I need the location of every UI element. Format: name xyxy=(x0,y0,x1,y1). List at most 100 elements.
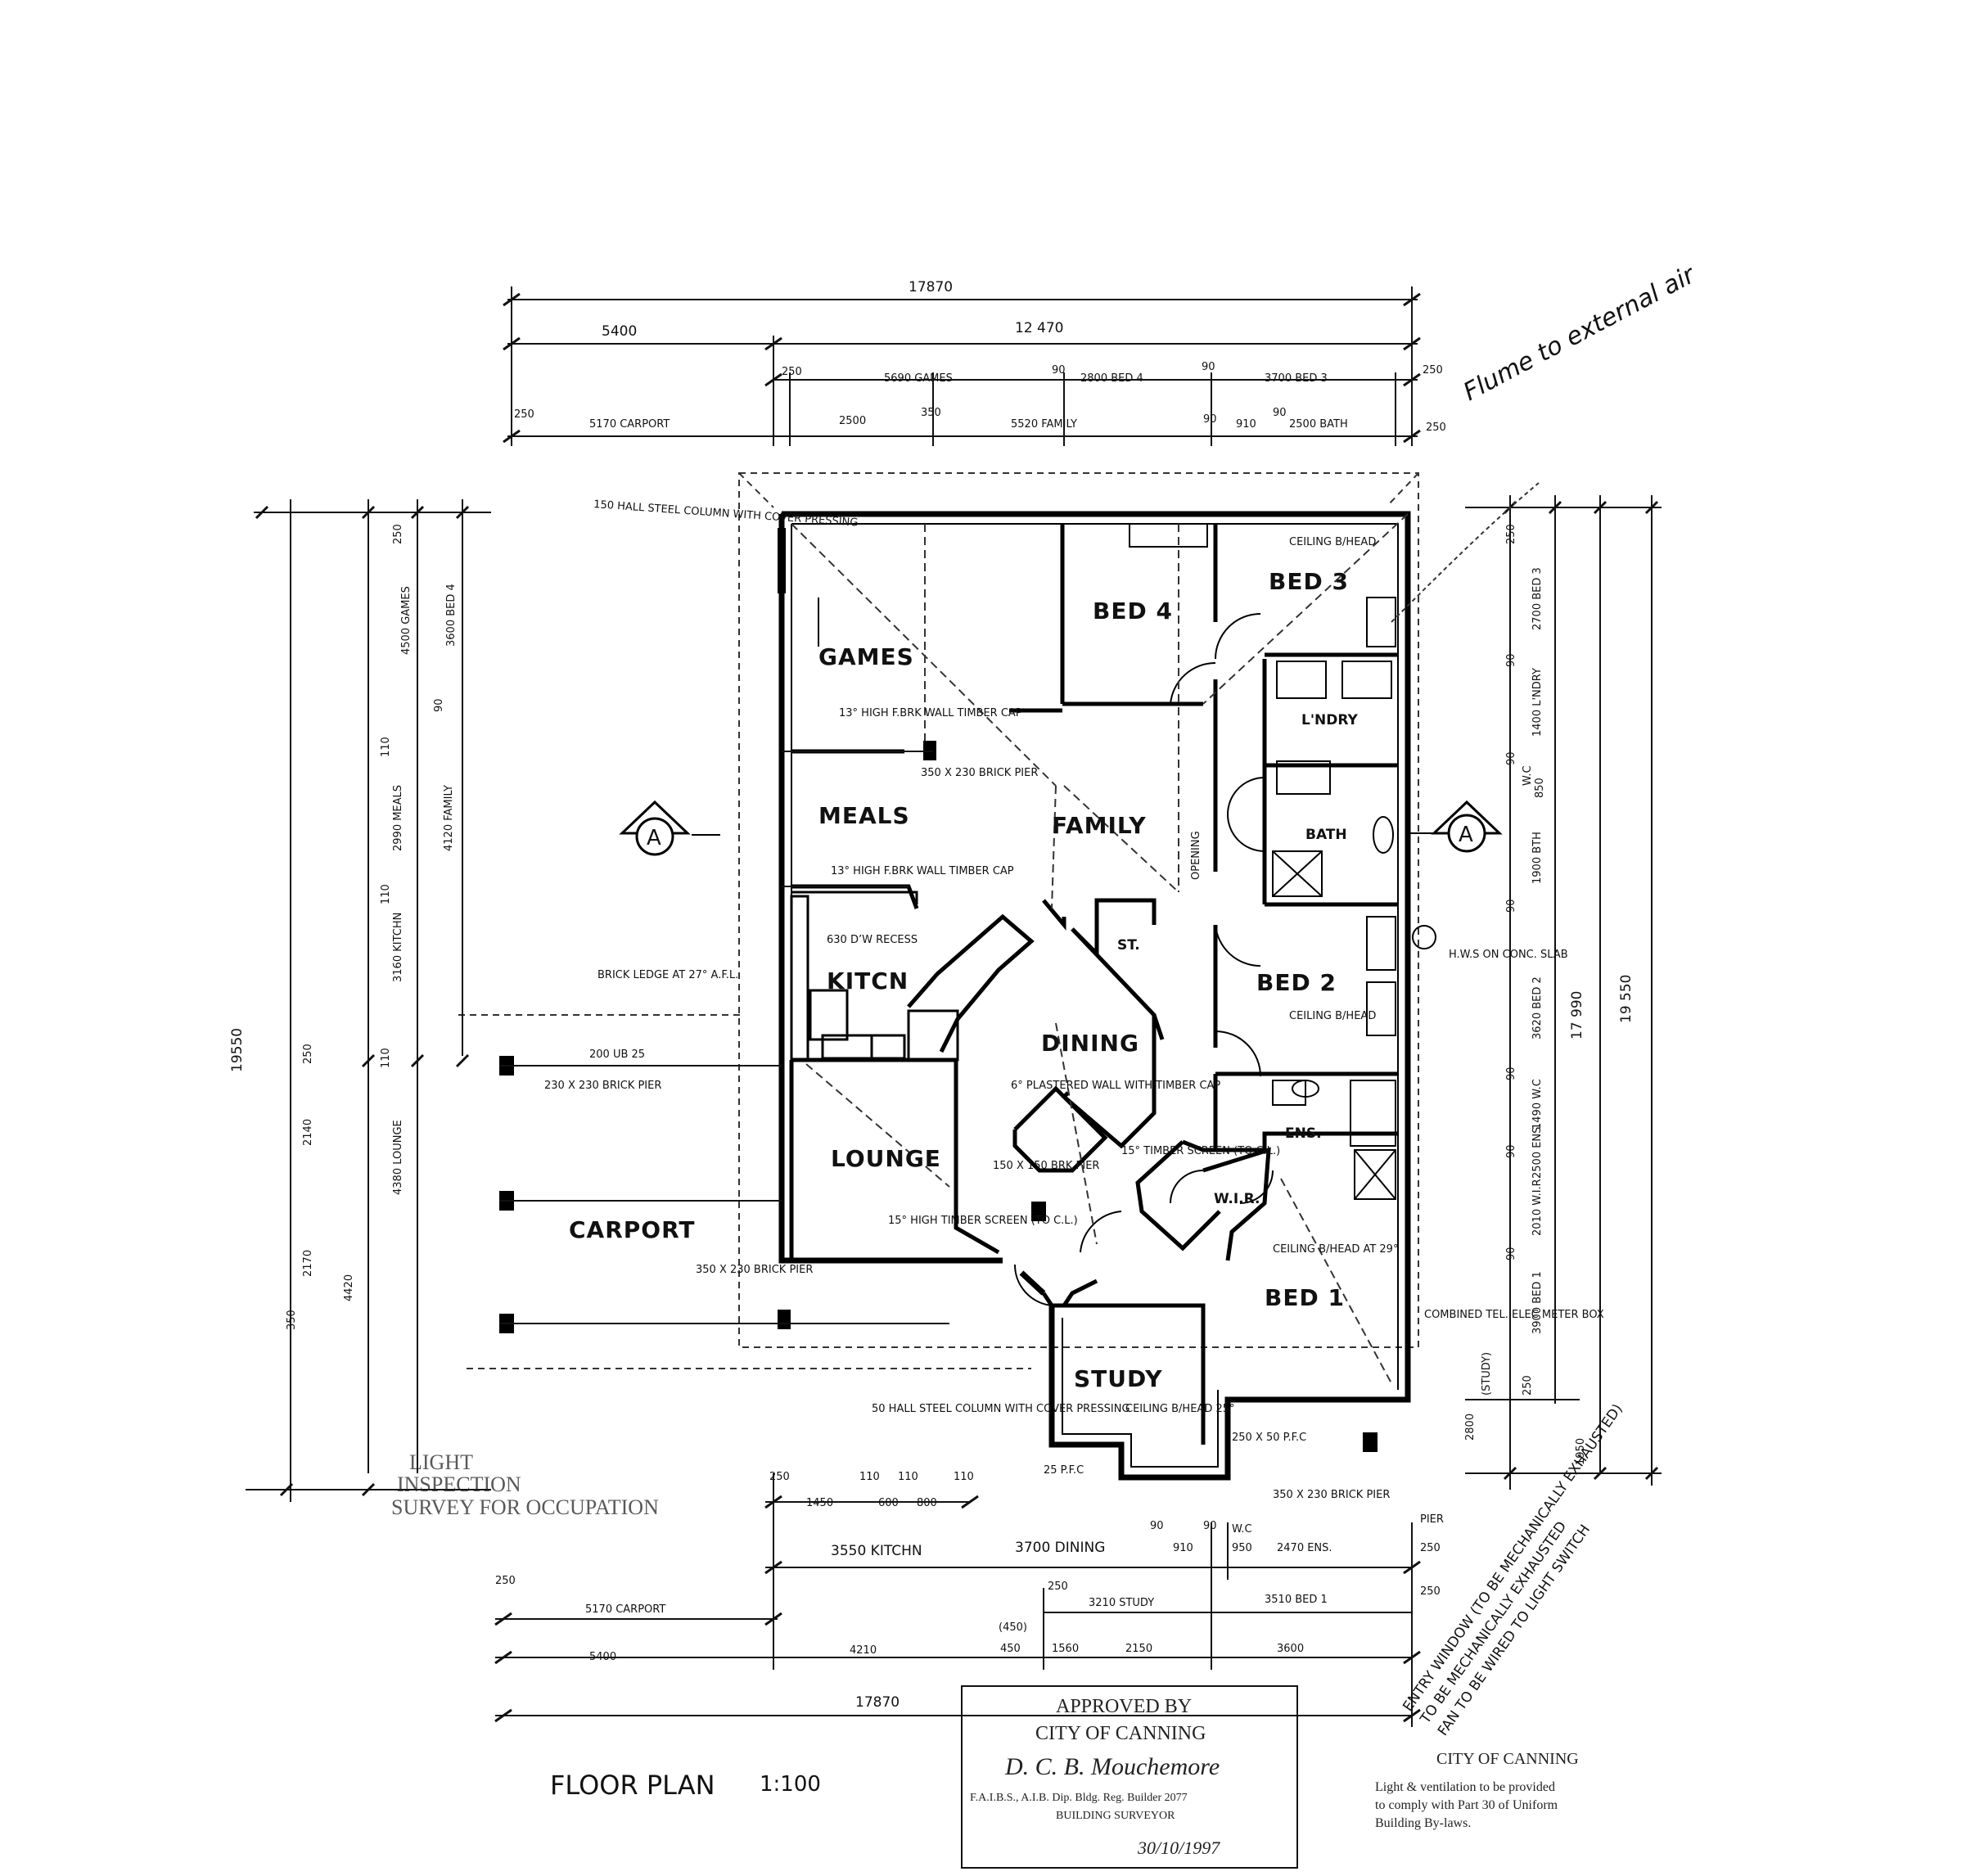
dim-b1-b: 1450 xyxy=(806,1497,833,1509)
dim-right-b: 90 xyxy=(1505,653,1517,667)
bottom-dimension-ticks xyxy=(494,1495,1421,1723)
dim-r4-c: 350 xyxy=(921,407,941,419)
dim-b3-study: 3210 STUDY xyxy=(1089,1597,1154,1609)
room-store: ST. xyxy=(1117,937,1140,954)
dim-r4-bath: 2500 BATH xyxy=(1289,418,1348,431)
kitchen-cabinets xyxy=(790,891,959,1062)
room-family: FAMILY xyxy=(1052,812,1147,839)
dim-top-overall: 17870 xyxy=(909,279,953,295)
dim-left-meals: 2990 MEALS xyxy=(392,785,404,851)
note-timber-screen-2: 15° HIGH TIMBER SCREEN (TO C.L.) xyxy=(888,1215,1078,1227)
note-brick-ledge: BRICK LEDGE AT 27° A.F.L. xyxy=(597,969,738,981)
room-study: STUDY xyxy=(1074,1365,1162,1392)
dim-right-a: 250 xyxy=(1505,524,1517,544)
room-dining: DINING xyxy=(1041,1030,1139,1057)
note-brick-pier-5: 350 X 230 BRICK PIER xyxy=(1273,1489,1390,1501)
brick-piers xyxy=(499,528,1378,1452)
dim-right-k: 1950 xyxy=(1575,1438,1587,1465)
dim-b1-d: 600 xyxy=(878,1497,899,1509)
roof-outline xyxy=(458,472,1419,1369)
robe-lines xyxy=(1129,523,1396,1036)
room-bed4: BED 4 xyxy=(1093,598,1173,625)
dim-b2-ens: 2470 ENS. xyxy=(1277,1542,1332,1554)
dim-r4-b: 2500 xyxy=(839,415,866,427)
dim-right-g: 90 xyxy=(1505,1144,1517,1158)
dim-top-left: 5400 xyxy=(602,323,637,340)
beam-lines xyxy=(499,751,949,1324)
stamp-credentials: F.A.I.B.S., A.I.B. Dip. Bldg. Reg. Build… xyxy=(970,1792,1188,1804)
room-games: GAMES xyxy=(818,643,914,670)
canning-line-3: Building By-laws. xyxy=(1375,1816,1471,1830)
dim-b2-d: 950 xyxy=(1232,1542,1252,1554)
dim-left-h: 2170 xyxy=(302,1250,314,1277)
stamp-role: BUILDING SURVEYOR xyxy=(1056,1810,1175,1822)
dim-left-overall: 19550 xyxy=(229,1028,246,1072)
note-pfc-small: 25 P.F.C xyxy=(1044,1464,1084,1477)
dim-b5-c: (450) xyxy=(999,1621,1027,1634)
dim-r4-carport: 5170 CARPORT xyxy=(589,418,670,431)
dim-left-j: 350 xyxy=(286,1310,298,1330)
dim-b2-e: 250 xyxy=(1420,1542,1441,1554)
dim-right-h: 90 xyxy=(1505,1247,1517,1260)
dim-right-e: 90 xyxy=(1505,899,1517,913)
construction-notes: 150 HALL STEEL COLUMN WITH COVER PRESSIN… xyxy=(544,498,1604,1526)
dim-bottom-overall: 17870 xyxy=(855,1694,900,1711)
dim-b2-c: 90 xyxy=(1203,1520,1217,1532)
dim-b4-carport: 5170 CARPORT xyxy=(585,1603,665,1616)
room-bath: BATH xyxy=(1305,827,1347,843)
note-meter-box: COMBINED TEL. ELEC METER BOX xyxy=(1424,1309,1604,1321)
room-lounge: LOUNGE xyxy=(831,1145,941,1172)
floor-plan-scale: 1:100 xyxy=(760,1772,821,1797)
canning-note: CITY OF CANNING Light & ventilation to b… xyxy=(1375,1750,1579,1830)
dim-b3-bed1: 3510 BED 1 xyxy=(1265,1594,1328,1606)
dim-left-a: 250 xyxy=(392,524,404,544)
dim-right-laundry: 1400 L'NDRY xyxy=(1531,668,1544,737)
dim-left-games: 4500 GAMES xyxy=(400,586,413,655)
dim-b1-c: 110 xyxy=(859,1471,880,1483)
room-carport: CARPORT xyxy=(569,1216,696,1243)
dim-left-family: 4120 FAMILY xyxy=(443,785,455,851)
dim-b2-dining: 3700 DINING xyxy=(1015,1540,1105,1556)
dim-r3-c: 90 xyxy=(1202,361,1215,373)
dim-b1-f: 800 xyxy=(917,1497,937,1509)
exhaust-note: ENTRY WINDOW (TO BE MECHANICALLY EXHAUST… xyxy=(1400,1401,1626,1739)
dim-left-kitchen: 3160 KITCHN xyxy=(392,913,404,982)
dim-right-bed1: 3900 BED 1 xyxy=(1531,1271,1544,1334)
dim-top-right: 12 470 xyxy=(1015,320,1063,336)
room-labels: GAMES BED 4 BED 3 MEALS FAMILY L'NDRY BA… xyxy=(569,568,1359,1392)
dim-right-sub: 17 990 xyxy=(1569,991,1585,1039)
dim-left-c: 110 xyxy=(380,737,392,757)
dim-b4-a: 250 xyxy=(495,1575,516,1587)
note-pier: PIER xyxy=(1420,1513,1444,1526)
dim-r4-d: 90 xyxy=(1203,413,1217,426)
note-brick-pier-1: 350 X 230 BRICK PIER xyxy=(921,767,1038,779)
wet-area-fixtures xyxy=(1272,661,1436,1200)
room-ensuite: ENS. xyxy=(1285,1125,1322,1142)
dim-b5-g: 3600 xyxy=(1277,1643,1304,1655)
note-brick-wall-2: 13° HIGH F.BRK WALL TIMBER CAP xyxy=(831,865,1014,877)
dim-left-lounge: 4380 LOUNGE xyxy=(392,1120,404,1195)
dim-r3-bed4: 2800 BED 4 xyxy=(1080,372,1143,385)
floor-plan-title: FLOOR PLAN xyxy=(550,1770,715,1801)
dim-left-i: 4420 xyxy=(343,1274,355,1301)
dim-b1-e: 110 xyxy=(898,1471,918,1483)
annotation-leader xyxy=(1391,482,1540,623)
dim-right-overall: 19 550 xyxy=(1618,975,1635,1023)
dim-right-ens: 2500 ENS. xyxy=(1531,1123,1544,1179)
note-ub-beam: 200 UB 25 xyxy=(589,1048,645,1061)
room-wir: W.I.R. xyxy=(1214,1191,1260,1207)
ridge-lines xyxy=(791,513,1409,1384)
dim-r3-d: 250 xyxy=(1423,364,1443,377)
dim-right-bath: 1900 BTH xyxy=(1531,832,1544,884)
faded-line-3: SURVEY FOR OCCUPATION xyxy=(391,1495,659,1519)
dim-right-wc: W.C xyxy=(1522,765,1534,786)
note-pfc: 250 X 50 P.F.C xyxy=(1232,1432,1306,1444)
note-brick-pier-4: 350 X 230 BRICK PIER xyxy=(696,1264,813,1276)
approval-stamp: APPROVED BY CITY OF CANNING D. C. B. Mou… xyxy=(961,1685,1298,1869)
note-ceiling-b1: CEILING B/HEAD AT 29° xyxy=(1273,1243,1398,1256)
canning-line-2: to comply with Part 30 of Uniform xyxy=(1375,1798,1558,1812)
section-marker-right: A xyxy=(1408,800,1503,853)
dim-r3-a: 250 xyxy=(782,366,802,378)
